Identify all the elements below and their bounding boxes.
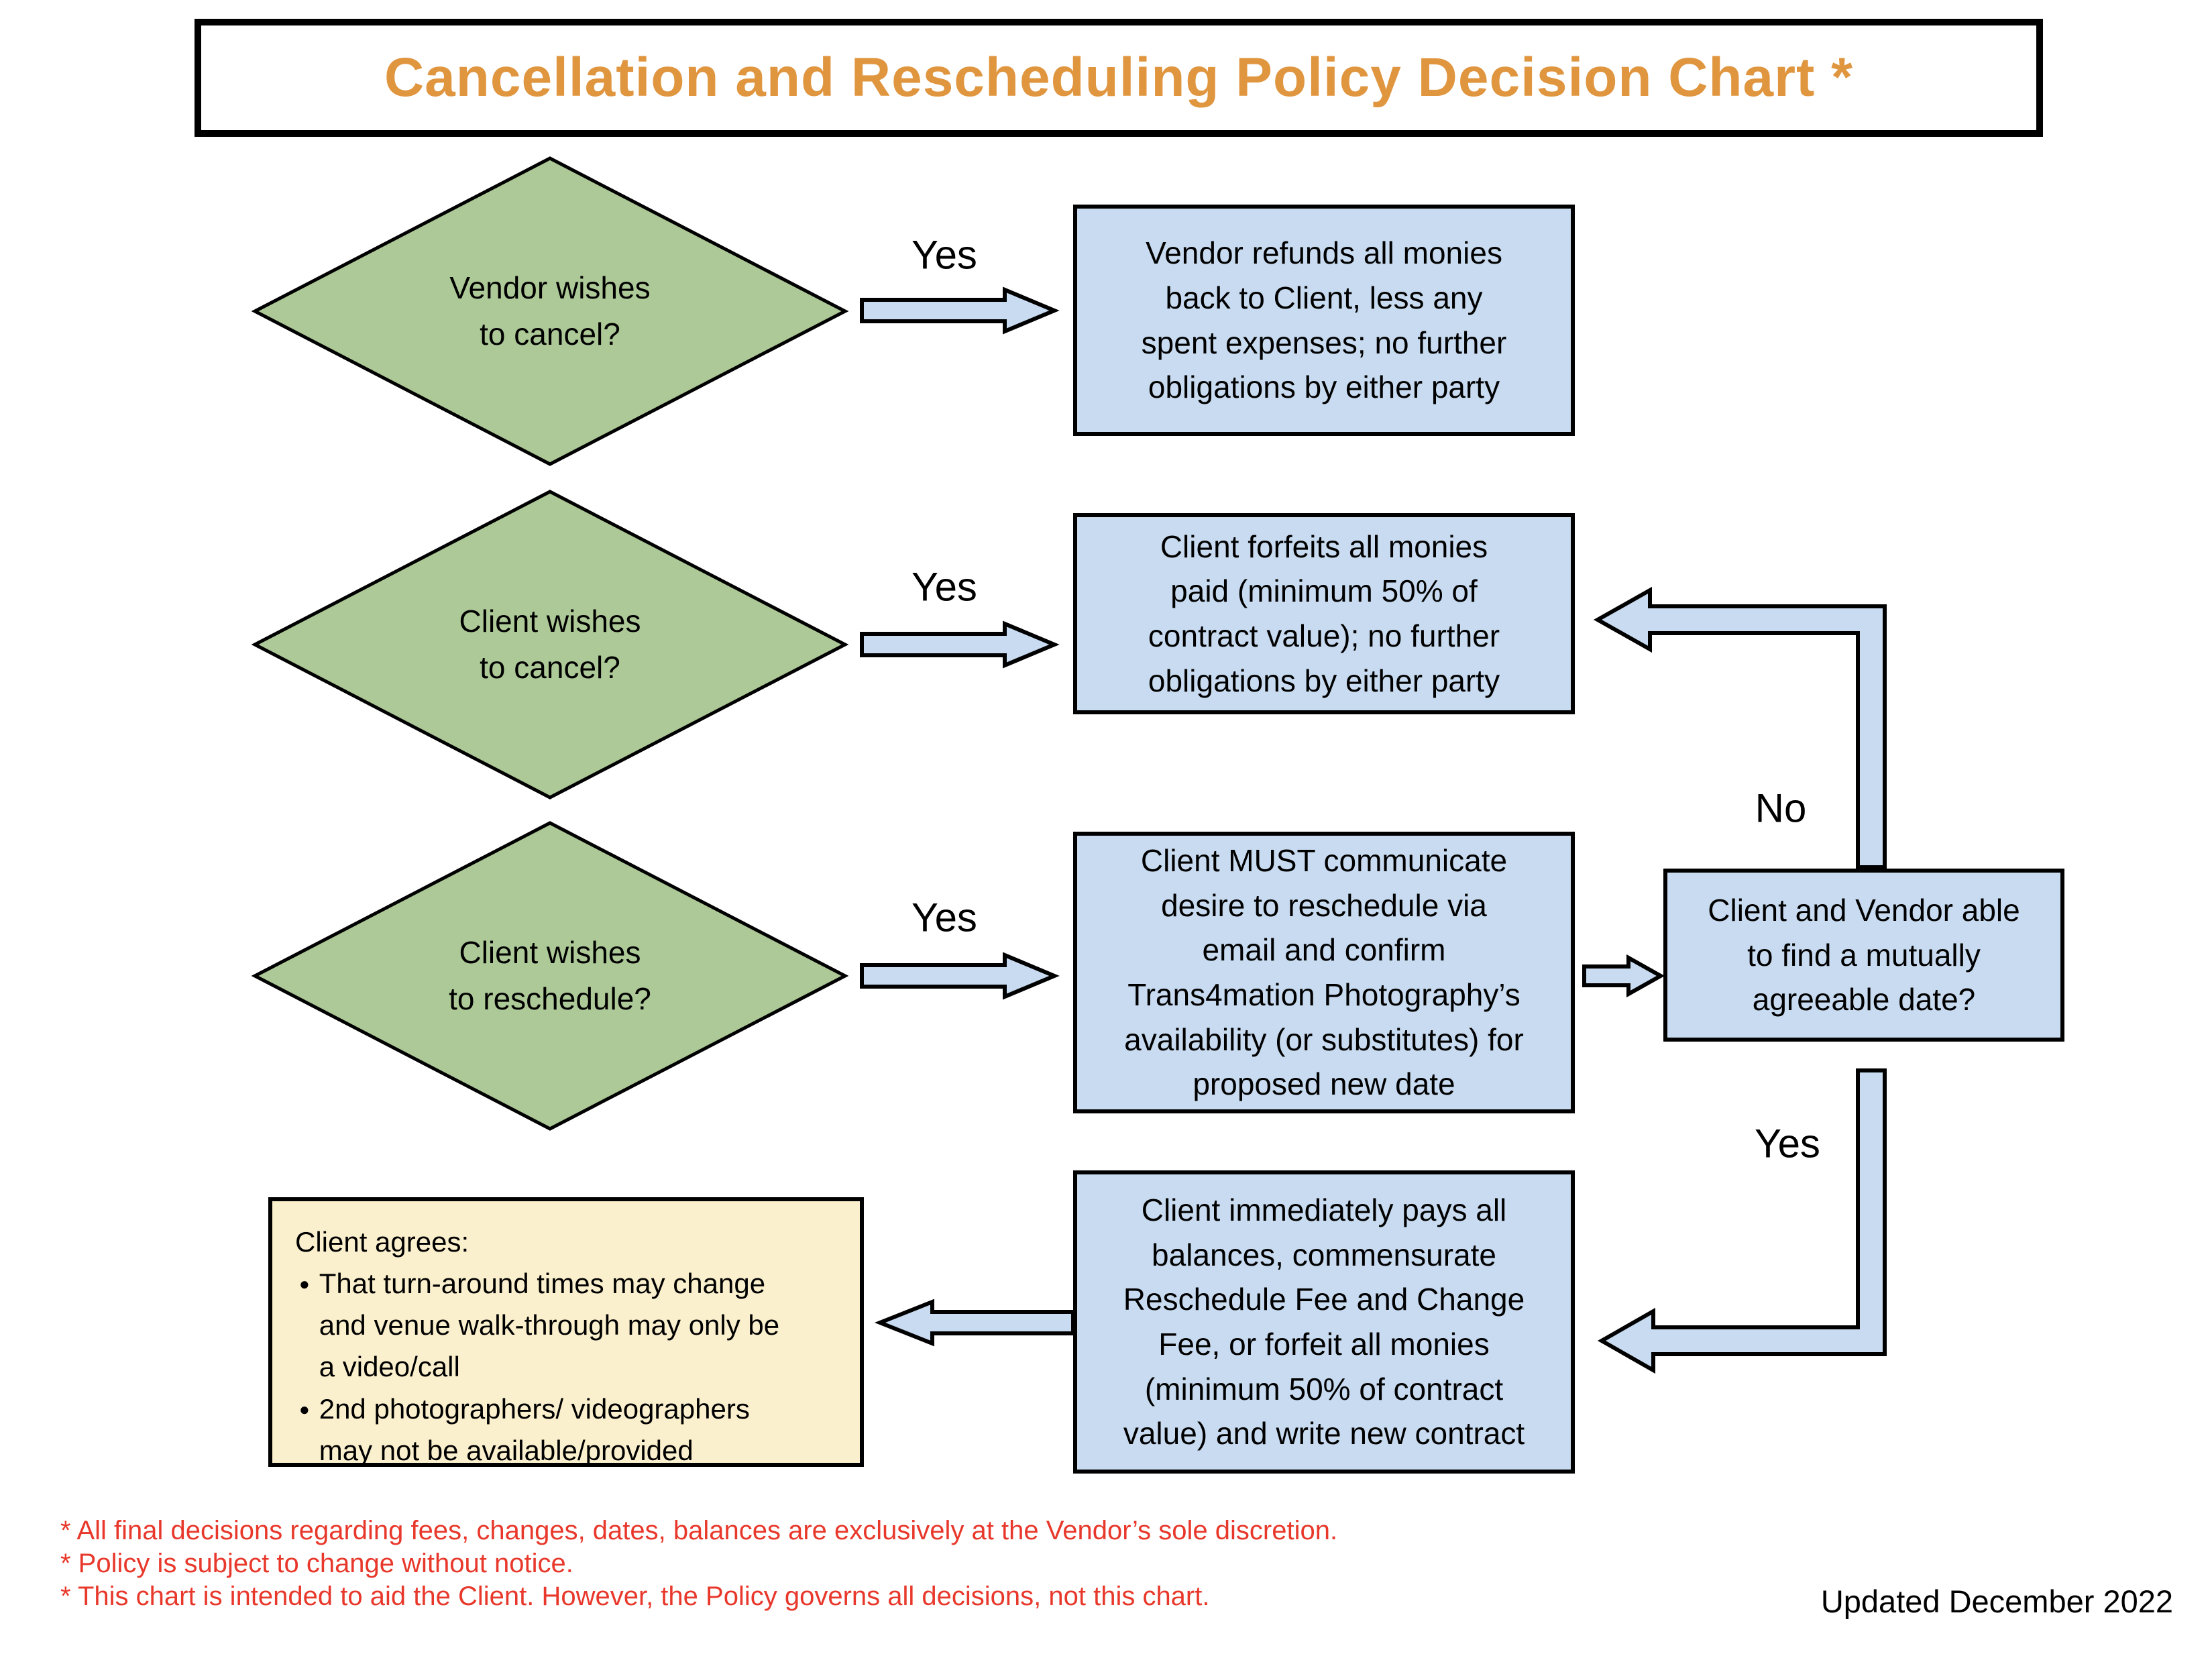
diamond-client-cancel: [251, 490, 849, 799]
updated-date-label: Updated December 2022: [1820, 1584, 2173, 1619]
edge-label-yes-agreeable-date: Yes: [1755, 1121, 1820, 1166]
edge-label-no-agreeable-date: No: [1755, 785, 1807, 831]
arrow-to-client-agrees: [874, 1298, 1075, 1347]
outcome-must-communicate: Client MUST communicate desire to resche…: [1073, 832, 1575, 1113]
arrow-no-elbow: [1593, 586, 1887, 869]
note-bullet-list: ● That turn-around times may change and …: [295, 1263, 842, 1472]
bullet-icon: ●: [299, 1274, 310, 1294]
footnote-line: * All final decisions regarding fees, ch…: [60, 1516, 1338, 1545]
outcome-vendor-refund: Vendor refunds all monies back to Client…: [1073, 205, 1575, 436]
note-client-agrees: Client agrees: ● That turn-around times …: [268, 1197, 864, 1467]
arrow-to-agreeable-date: [1582, 954, 1665, 998]
list-item: ● That turn-around times may change and …: [295, 1263, 842, 1388]
chart-title-box: Cancellation and Rescheduling Policy Dec…: [195, 19, 2043, 137]
edge-label-yes-client-cancel: Yes: [911, 564, 977, 610]
arrow-yes-client-reschedule: [860, 952, 1060, 1000]
arrow-yes-elbow: [1597, 1068, 1887, 1374]
diamond-label-client-cancel: Client wishes to cancel?: [459, 604, 641, 685]
edge-label-yes-vendor-cancel: Yes: [911, 232, 977, 278]
diamond-client-reschedule: [251, 821, 849, 1131]
edge-label-yes-client-reschedule: Yes: [911, 895, 977, 940]
diamond-label-vendor-cancel: Vendor wishes to cancel?: [449, 270, 651, 351]
note-bullet-text: That turn-around times may change and ve…: [319, 1268, 780, 1383]
note-bullet-text: 2nd photographers/ videographers may not…: [319, 1392, 750, 1466]
footnotes: * All final decisions regarding fees, ch…: [60, 1514, 1337, 1613]
bullet-icon: ●: [299, 1398, 310, 1419]
chart-title: Cancellation and Rescheduling Policy Dec…: [384, 47, 1854, 108]
diamond-label-client-reschedule: Client wishes to reschedule?: [449, 935, 651, 1016]
arrow-yes-vendor-cancel: [860, 286, 1060, 335]
list-item: ● 2nd photographers/ videographers may n…: [295, 1388, 842, 1472]
outcome-client-forfeit: Client forfeits all monies paid (minimum…: [1073, 513, 1575, 714]
footnote-line: * Policy is subject to change without no…: [60, 1549, 573, 1578]
question-agreeable-date: Client and Vendor able to find a mutuall…: [1663, 869, 2064, 1042]
outcome-client-pays: Client immediately pays all balances, co…: [1073, 1170, 1575, 1474]
footnote-line: * This chart is intended to aid the Clie…: [60, 1582, 1210, 1611]
diamond-vendor-cancel: [251, 156, 849, 466]
arrow-yes-client-cancel: [860, 620, 1060, 669]
note-heading: Client agrees:: [295, 1226, 469, 1258]
